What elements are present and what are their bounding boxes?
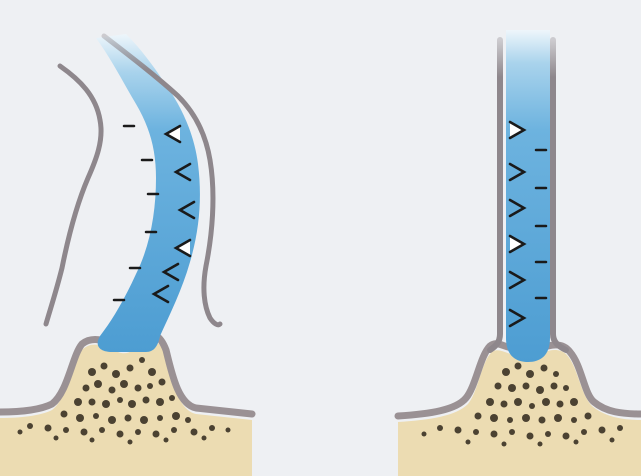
tissue-mound-right [398, 344, 641, 476]
straight-wall-left [490, 40, 500, 350]
straight-vessel-panel [398, 30, 641, 476]
tissue-mound-left [0, 333, 252, 476]
curved-wall-outer-left [46, 66, 101, 324]
straight-wall-right [553, 40, 566, 350]
curved-vessel-panel [0, 32, 252, 476]
